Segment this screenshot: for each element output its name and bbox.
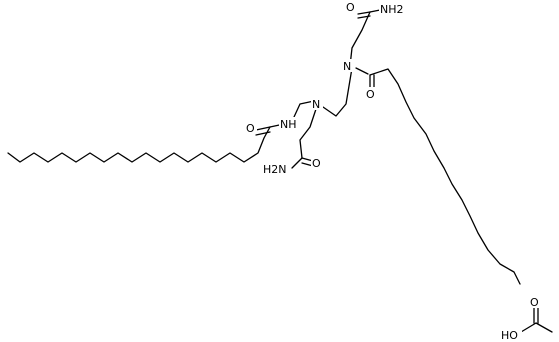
ethylene-linker-right — [322, 67, 353, 117]
amine-label: NH — [280, 118, 297, 131]
ethylene-linker-left — [293, 100, 315, 118]
main-molecule — [7, 9, 521, 285]
upper-amide-arm — [349, 11, 371, 67]
oxygen-label: O — [366, 88, 375, 101]
oxygen-label: O — [246, 122, 255, 135]
upper-amide-nh2-bond — [369, 9, 381, 13]
amine-label: H2N — [263, 163, 287, 176]
atom-labels: O NH2 N O N NH O O H2N — [245, 0, 405, 176]
hydroxyl-label: HO — [501, 329, 518, 342]
n-acyl-bond — [355, 67, 369, 75]
oxygen-label: O — [530, 296, 539, 309]
acetic-acid-methyl-bond — [535, 322, 553, 333]
lower-amide-nh2-bond — [291, 157, 303, 169]
amine-label: NH2 — [380, 3, 404, 16]
oxygen-label: O — [312, 157, 321, 170]
acetic-acid-oh-bond — [520, 322, 537, 333]
nitrogen-label: N — [343, 60, 351, 73]
left-acyl-carbonyl-bond-2 — [255, 131, 271, 136]
oxygen-label: O — [346, 1, 355, 14]
lower-amide-arm — [299, 108, 317, 159]
upper-amide-carbonyl-bond-2 — [357, 15, 371, 19]
left-acyl-chain — [7, 126, 271, 163]
upper-amide-carbonyl-bond — [357, 11, 371, 15]
nitrogen-label: N — [312, 98, 320, 111]
right-acyl-chain — [369, 68, 521, 285]
acetic-acid-molecule: O HO — [500, 295, 553, 342]
left-acyl-carbonyl-bond — [255, 126, 271, 131]
